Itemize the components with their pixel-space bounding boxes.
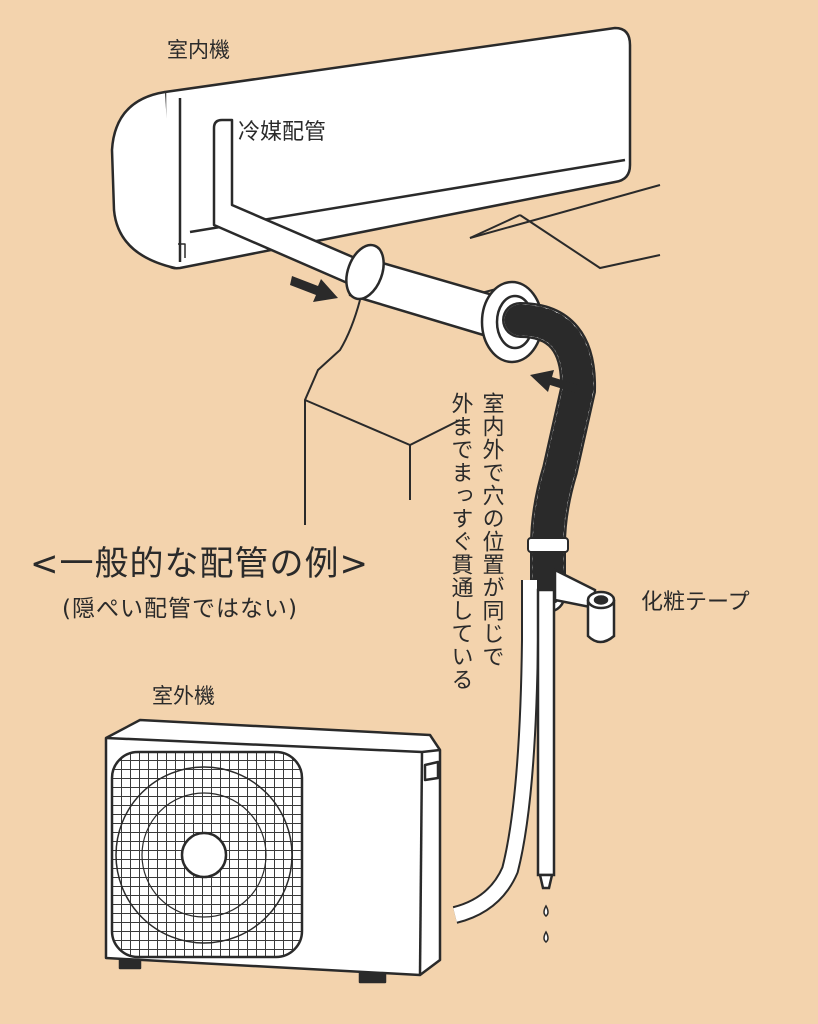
wall	[304, 184, 661, 525]
decorative-tape-label: 化粧テープ	[641, 590, 750, 615]
indoor-unit-label: 室内機	[167, 38, 230, 62]
refrigerant-pipe-label: 冷媒配管	[238, 120, 327, 145]
diagram-title: <一般的な配管の例>	[30, 544, 369, 584]
indoor-unit	[110, 26, 632, 270]
outdoor-unit-label: 室外機	[152, 684, 215, 708]
decorative-tape-pipe	[452, 580, 539, 924]
arrow-icon	[290, 276, 578, 393]
drain-pipe	[536, 588, 556, 943]
outdoor-unit	[104, 718, 442, 984]
diagram-subtitle: (隠ぺい配管ではない)	[62, 596, 298, 622]
flexible-hose	[502, 302, 597, 613]
note-line-2: 外までまっすぐ貫通している	[447, 392, 473, 691]
tape-roll	[553, 567, 616, 644]
note-line-1: 室内外で穴の位置が同じで	[478, 392, 504, 668]
